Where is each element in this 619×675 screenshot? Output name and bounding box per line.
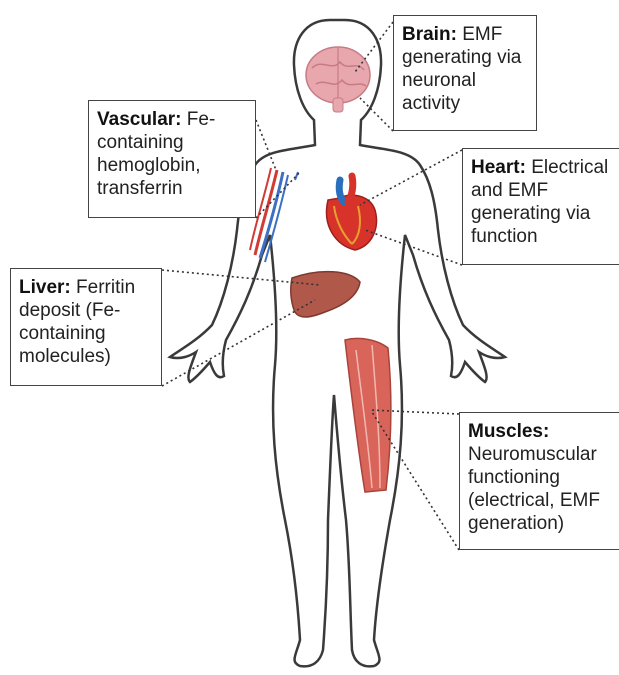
muscles-callout: Muscles: Neuromuscular functioning (elec… bbox=[459, 412, 619, 550]
heart-callout-title: Heart: bbox=[471, 157, 526, 178]
vascular-callout: Vascular: Fe-containing hemoglobin, tran… bbox=[88, 100, 256, 218]
liver-callout: Liver: Ferritin deposit (Fe-containing m… bbox=[10, 268, 162, 386]
brain-callout: Brain: EMF generating via neuronal activ… bbox=[393, 15, 537, 131]
muscles-callout-text: Neuromuscular functioning (electrical, E… bbox=[468, 444, 600, 534]
brain-callout-title: Brain: bbox=[402, 24, 457, 45]
muscles-callout-title: Muscles: bbox=[468, 421, 549, 442]
liver-callout-title: Liver: bbox=[19, 277, 71, 298]
heart-callout: Heart: Electrical and EMF generating via… bbox=[462, 148, 619, 265]
vascular-callout-title: Vascular: bbox=[97, 109, 182, 130]
